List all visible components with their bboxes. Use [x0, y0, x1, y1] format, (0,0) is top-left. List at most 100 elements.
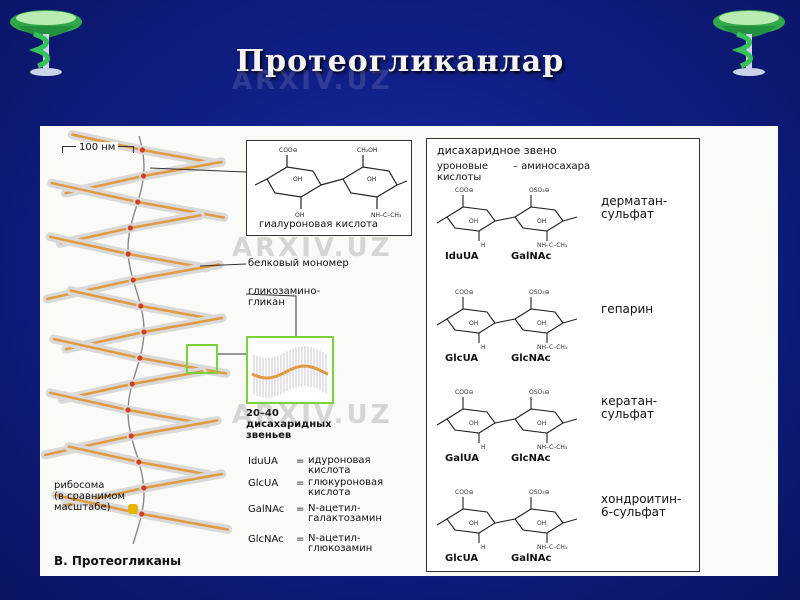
figure-caption: В. Протеогликаны [54, 554, 181, 568]
svg-text:COO⊖: COO⊖ [455, 489, 474, 496]
protein-monomer [42, 275, 138, 304]
uronic-acid-abbr: IduUA [445, 251, 479, 262]
ribosome-icon [128, 504, 138, 514]
svg-text:H: H [481, 242, 486, 247]
slide-title: Протеогликанлар [235, 44, 565, 79]
protein-monomer [64, 442, 144, 467]
svg-text:OH: OH [537, 320, 546, 327]
structure-name: дерматан- сульфат [601, 194, 668, 221]
protein-monomer [136, 301, 216, 324]
protein-monomer [66, 286, 146, 311]
svg-text:OH: OH [469, 420, 478, 427]
disaccharide-panel: дисахаридное звено уроновые кислоты – ам… [426, 138, 700, 572]
disaccharide-count-label: 20–40 дисахаридных звеньев [246, 408, 332, 441]
amino-sugar-abbr: GalNAc [511, 553, 552, 564]
svg-text:NH–C–CH₃: NH–C–CH₃ [537, 444, 568, 449]
protein-monomer [49, 334, 145, 363]
legend-equals: = [296, 456, 305, 467]
legend-equals: = [296, 504, 305, 515]
legend-abbr: IduUA [248, 456, 278, 467]
link-protein [136, 459, 142, 465]
protein-monomer [137, 509, 233, 534]
link-protein [130, 277, 136, 283]
legend-equals: = [296, 478, 305, 489]
link-protein [135, 199, 141, 205]
amino-sugars-label: – аминосахара [513, 161, 591, 172]
svg-text:NH–C–CH₃: NH–C–CH₃ [537, 242, 568, 247]
protein-monomer [51, 490, 147, 519]
proteoglycan-figure: 100 нм COO⊖ CH₂OH OH OH OH NH–C–CH₃ гиалуро… [40, 126, 778, 576]
glycosaminoglycan-label: гликозамино- гликан [248, 286, 321, 308]
protein-monomer [47, 178, 143, 207]
legend-abbr: GalNAc [248, 504, 285, 515]
legend-definition: идуроновая кислота [308, 455, 371, 476]
link-protein [139, 147, 145, 153]
structure-name: хондроитин- 6-сульфат [601, 492, 682, 519]
uronic-acid-abbr: GlcUA [445, 353, 479, 364]
svg-text:OSO₃⊖: OSO₃⊖ [529, 389, 550, 396]
uronic-acids-label: уроновые кислоты [437, 161, 488, 183]
structure-formula: COO⊖ OSO₃⊖ OH OH H NH–C–CH₃ [436, 389, 578, 449]
svg-text:OH: OH [293, 176, 302, 183]
svg-text:NH–C–CH₃: NH–C–CH₃ [371, 212, 402, 219]
svg-text:H: H [481, 544, 486, 549]
protein-monomer [45, 232, 133, 259]
svg-text:NH–C–CH₃: NH–C–CH₃ [537, 344, 568, 349]
protein-monomer [128, 260, 224, 285]
protein-monomer [133, 197, 229, 222]
svg-text:H: H [481, 344, 486, 349]
legend-definition: глюкуроновая кислота [308, 477, 384, 498]
link-protein [141, 329, 147, 335]
bowl-of-hygieia-icon [10, 10, 82, 76]
amino-sugar-abbr: GlcNAc [511, 353, 551, 364]
legend-equals: = [296, 534, 305, 545]
svg-text:COO⊖: COO⊖ [455, 389, 474, 396]
svg-text:OH: OH [295, 212, 304, 219]
svg-text:OSO₃⊖: OSO₃⊖ [529, 489, 550, 496]
protein-monomer-label: белковый мономер [248, 258, 349, 269]
uronic-acid-abbr: GalUA [445, 453, 479, 464]
amino-sugar-abbr: GlcNAc [511, 453, 551, 464]
connector-lines [149, 167, 297, 355]
protein-monomer [134, 457, 214, 480]
uronic-acid-abbr: GlcUA [445, 553, 479, 564]
protein-monomer [137, 145, 217, 168]
svg-text:OH: OH [367, 176, 376, 183]
link-protein [127, 225, 133, 231]
protein-monomer [40, 431, 136, 460]
link-protein [125, 251, 131, 257]
link-protein [125, 407, 131, 413]
proteoglycan-aggregate-drawing [40, 130, 233, 545]
watermark: ARXIV.UZ [232, 66, 393, 96]
svg-text:NH–C–CH₃: NH–C–CH₃ [537, 544, 568, 549]
hyaluronic-acid-label: гиалуроновая кислота [259, 219, 379, 230]
svg-text:OH: OH [537, 218, 546, 225]
svg-text:OH: OH [469, 320, 478, 327]
ribosome-label: рибосома (в сравнимом масштабе) [54, 480, 126, 513]
bowl-of-hygieia-icon [713, 10, 785, 76]
structure-name: гепарин [601, 302, 654, 316]
protein-monomer [125, 210, 205, 233]
svg-text:H: H [481, 444, 486, 449]
svg-text:OH: OH [469, 218, 478, 225]
structure-name: кератан- сульфат [601, 394, 658, 421]
protein-monomer [126, 416, 222, 441]
scale-bar-label: 100 нм [76, 142, 119, 153]
zoomed-monomer-box [246, 336, 334, 404]
link-protein [140, 173, 147, 179]
link-protein [139, 511, 145, 517]
legend-definition: N-ацетил- глюкозамин [308, 533, 373, 554]
svg-text:CH₂OH: CH₂OH [357, 147, 377, 154]
link-protein [137, 355, 143, 361]
protein-monomer [135, 353, 231, 378]
legend-abbr: GlcUA [248, 478, 279, 489]
svg-text:OH: OH [537, 420, 546, 427]
watermark: ARXIV.UZ [232, 233, 393, 263]
svg-text:OSO₃⊖: OSO₃⊖ [529, 187, 550, 194]
svg-text:COO⊖: COO⊖ [455, 289, 474, 296]
disaccharide-header: дисахаридное звено [437, 144, 557, 157]
